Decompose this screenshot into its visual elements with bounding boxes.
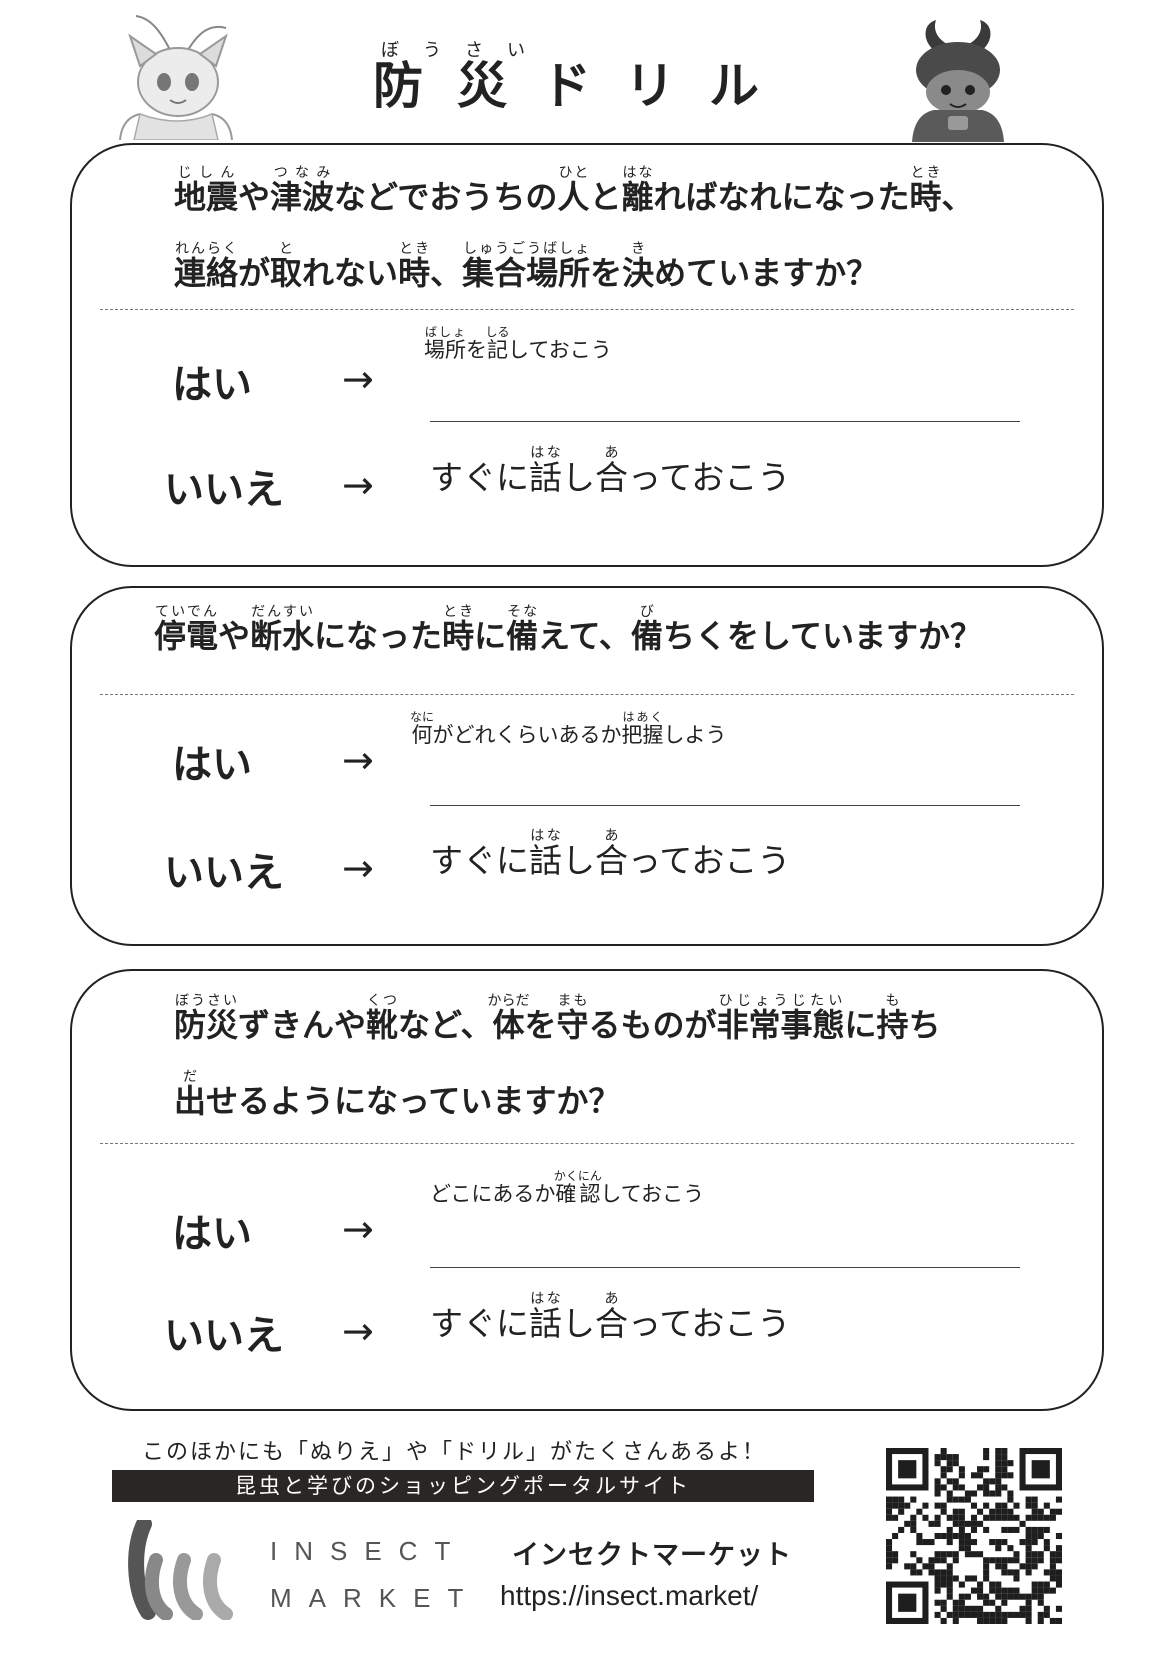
write-in-line[interactable]: [430, 805, 1020, 806]
arrow-icon: →: [342, 357, 374, 401]
question-3-line-1: 防災ぼうさいずきんや靴くつなど、体からだを守まもるものが非常事態ひじょうじたいに…: [174, 993, 941, 1044]
more-content-text: このほかにも「ぬりえ」や「ドリル」がたくさんあるよ！: [142, 1440, 767, 1465]
logo-word-insect: INSECT: [270, 1536, 468, 1566]
divider: [100, 1143, 1074, 1144]
arrow-icon: →: [342, 463, 374, 507]
insect-girl-mascot-icon: [119, 15, 233, 140]
yes-instruction: 場所ばしょを記しるしておこう: [424, 325, 612, 362]
question-1-line-1: 地震じしんや津波つなみなどでおうちの人ひとと離はなればなれになった時とき、: [174, 165, 974, 216]
answer-no-label: いいえ: [164, 467, 284, 513]
question-1-line-2: 連絡れんらくが取とれない時とき、集合場所しゅうごうばしょを決きめていますか？: [174, 241, 879, 292]
question-card-1: 地震じしんや津波つなみなどでおうちの人ひとと離はなればなれになった時とき、 連絡…: [70, 143, 1104, 567]
no-instruction: すぐに話はなし合あっておこう: [430, 828, 791, 880]
answer-no-label: いいえ: [164, 850, 284, 896]
write-in-line[interactable]: [430, 421, 1020, 422]
arrow-icon: →: [342, 1309, 374, 1353]
write-in-line[interactable]: [430, 1267, 1020, 1268]
yes-instruction: 何なにがどれくらいあるか把握はあくしよう: [410, 710, 727, 747]
divider: [100, 694, 1074, 695]
qr-code-icon[interactable]: [886, 1448, 1062, 1624]
answer-yes-label: はい: [172, 362, 252, 408]
arrow-icon: →: [342, 1207, 374, 1251]
answer-no-label: いいえ: [164, 1313, 284, 1359]
question-card-2: 停電ていでんや断水だんすいになった時ときに備そなえて、備びちくをしていますか？ …: [70, 586, 1104, 946]
arrow-icon: →: [342, 738, 374, 782]
site-url-link[interactable]: https://insect.market/: [500, 1580, 759, 1611]
question-2-line-1: 停電ていでんや断水だんすいになった時ときに備そなえて、備びちくをしていますか？: [154, 604, 982, 655]
question-card-3: 防災ぼうさいずきんや靴くつなど、体からだを守まもるものが非常事態ひじょうじたいに…: [70, 969, 1104, 1411]
brand-name: インセクトマーケット: [512, 1540, 792, 1571]
answer-yes-label: はい: [172, 742, 252, 788]
no-instruction: すぐに話はなし合あっておこう: [430, 445, 791, 497]
question-3-line-2: 出だせるようになっていますか？: [174, 1069, 621, 1120]
beetle-samurai-mascot-icon: [912, 20, 1004, 142]
insect-market-logo-icon: [128, 1520, 233, 1620]
arrow-icon: →: [342, 846, 374, 890]
yes-instruction: どこにあるか確認かくにんしておこう: [430, 1169, 705, 1206]
page-title: 防災ぼうさいドリル: [373, 40, 793, 115]
portal-banner: 昆虫と学びのショッピングポータルサイト: [112, 1470, 814, 1502]
logo-word-market: MARKET: [270, 1583, 481, 1613]
no-instruction: すぐに話はなし合あっておこう: [430, 1291, 791, 1343]
answer-yes-label: はい: [172, 1211, 252, 1257]
divider: [100, 309, 1074, 310]
